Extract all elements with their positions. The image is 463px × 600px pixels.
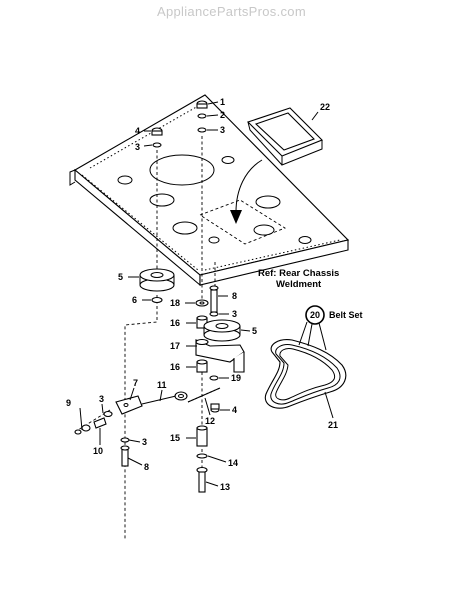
reference-note-line-2: Weldment xyxy=(276,279,322,290)
callout-6: 6 xyxy=(132,295,137,305)
belt-set-callout: 20 Belt Set xyxy=(305,305,363,325)
callout-16: 16 xyxy=(170,318,180,328)
callout-5: 5 xyxy=(118,272,123,282)
chassis-plate xyxy=(69,94,350,287)
callout-3: 3 xyxy=(135,142,140,152)
callout-14: 14 xyxy=(228,458,238,468)
callout-18: 18 xyxy=(170,298,180,308)
callout-3: 3 xyxy=(99,394,104,404)
callout-3: 3 xyxy=(220,125,225,135)
callout-4: 4 xyxy=(232,405,237,415)
reference-note: Ref: Rear Chassis Weldment xyxy=(258,268,339,290)
watermark: AppliancePartsPros.com xyxy=(157,4,306,19)
tray-part-22 xyxy=(230,107,323,224)
callout-9: 9 xyxy=(66,398,71,408)
callout-10: 10 xyxy=(93,446,103,456)
callout-7: 7 xyxy=(133,378,138,388)
callout-15: 15 xyxy=(170,433,180,443)
upper-fasteners xyxy=(151,100,208,148)
belt-set-number: 20 xyxy=(310,310,320,320)
leader-lines xyxy=(79,101,334,487)
pulley-left-part-5 xyxy=(139,268,175,304)
callout-2: 2 xyxy=(220,110,225,120)
spring-part-12 xyxy=(187,387,221,413)
callout-labels: 1 2 3 4 3 22 5 6 18 8 3 16 5 17 16 19 7 … xyxy=(66,97,338,492)
belt-set-label: Belt Set xyxy=(329,310,363,320)
callout-8: 8 xyxy=(144,462,149,472)
reference-note-line-1: Ref: Rear Chassis xyxy=(258,268,339,279)
callout-12: 12 xyxy=(205,416,215,426)
callout-8: 8 xyxy=(232,291,237,301)
callout-1: 1 xyxy=(220,97,225,107)
callout-13: 13 xyxy=(220,482,230,492)
lower-left-fasteners xyxy=(120,437,130,467)
callout-4: 4 xyxy=(135,126,140,136)
callout-17: 17 xyxy=(170,341,180,351)
callout-3: 3 xyxy=(142,437,147,447)
callout-16: 16 xyxy=(170,362,180,372)
callout-11: 11 xyxy=(157,380,167,390)
idler-stack xyxy=(195,285,245,381)
callout-5: 5 xyxy=(252,326,257,336)
belt-part-21 xyxy=(264,339,347,409)
callout-21: 21 xyxy=(328,420,338,430)
callout-19: 19 xyxy=(231,373,241,383)
callout-22: 22 xyxy=(320,102,330,112)
callout-3: 3 xyxy=(232,309,237,319)
lower-right-fasteners xyxy=(196,425,208,493)
